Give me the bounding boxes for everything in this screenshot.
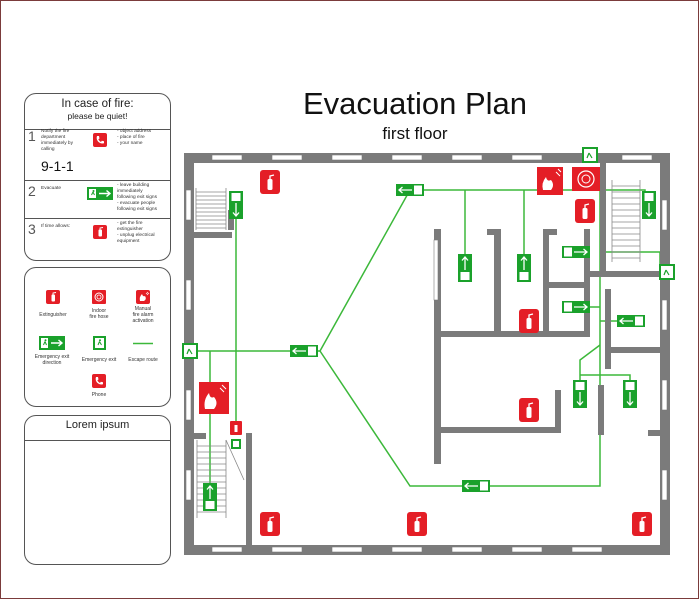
extinguisher-icon bbox=[46, 290, 60, 304]
notes-panel: Lorem ipsum bbox=[24, 415, 171, 565]
staircase-top-right bbox=[611, 180, 641, 262]
step-2-bullet: immediately bbox=[117, 189, 143, 194]
plan-title: Evacuation Plan bbox=[302, 86, 528, 121]
exit-direction-icon bbox=[561, 300, 591, 314]
legend-label-fire-hose: Indoor fire hose bbox=[77, 308, 121, 320]
extinguisher-icon bbox=[406, 511, 428, 537]
emergency-exit-icon bbox=[581, 146, 599, 164]
phone-icon bbox=[92, 374, 106, 388]
step-1-line: department bbox=[41, 135, 66, 140]
extinguisher-icon bbox=[574, 198, 596, 224]
step-3-bullet: - get the fire bbox=[117, 221, 143, 226]
step-1-bullets: - object address - place of fire - your … bbox=[117, 129, 169, 147]
step-2-number: 2 bbox=[28, 183, 36, 199]
fire-hose-icon bbox=[572, 167, 600, 191]
step-3-bullets: - get the fire extinguisher - unplug ele… bbox=[117, 221, 169, 245]
walls bbox=[184, 153, 670, 555]
step-1-text: Notify the fire department immediately b… bbox=[41, 129, 87, 153]
staircase-bottom-left bbox=[196, 439, 245, 518]
fire-alarm-icon bbox=[199, 382, 229, 414]
fire-subheading: please be quiet! bbox=[67, 111, 128, 121]
exit-direction-icon bbox=[39, 336, 65, 350]
escape-route-icon bbox=[133, 342, 153, 345]
legend-label-phone: Phone bbox=[91, 392, 107, 398]
step-3-bullet: - unplug electrical bbox=[117, 233, 155, 238]
exit-direction-icon bbox=[228, 190, 244, 220]
step-1-line: Notify the fire bbox=[41, 129, 70, 134]
extinguisher-icon bbox=[230, 421, 242, 435]
legend-line: activation bbox=[132, 318, 154, 324]
emergency-exit-icon bbox=[181, 342, 199, 360]
staircase-top-left bbox=[195, 188, 227, 230]
plan-subtitle: first floor bbox=[382, 124, 448, 143]
emergency-exit-icon bbox=[658, 263, 676, 281]
step-2-bullets: - leave building immediately following e… bbox=[117, 183, 169, 213]
extinguisher-icon bbox=[518, 308, 540, 334]
exit-direction-icon bbox=[572, 379, 588, 409]
step-1-bullet: - your name bbox=[117, 141, 143, 146]
fire-heading: In case of fire: bbox=[61, 98, 134, 110]
exit-direction-icon bbox=[641, 190, 657, 220]
step-2: 2 Evacuate - leave building immediately … bbox=[25, 180, 170, 219]
step-3: 3 If time allows: - get the fire extingu… bbox=[25, 218, 170, 260]
step-3-bullet: extinguisher bbox=[117, 227, 143, 232]
step-3-number: 3 bbox=[28, 221, 36, 237]
step-1-line: calling bbox=[41, 147, 55, 152]
fire-alarm-icon bbox=[136, 290, 150, 304]
legend-line: Emergency exit bbox=[34, 354, 70, 360]
exit-direction-icon bbox=[457, 253, 473, 283]
emergency-number: 9-1-1 bbox=[41, 158, 74, 174]
step-3-bullet: equipment bbox=[117, 239, 140, 244]
exit-direction-icon bbox=[87, 187, 113, 200]
step-1-line: immediately by bbox=[41, 141, 73, 146]
legend-label-emergency-exit: Emergency exit bbox=[81, 357, 117, 363]
legend-label-escape-route: Escape route bbox=[128, 357, 158, 363]
phone-icon bbox=[93, 133, 107, 147]
fire-alarm-icon bbox=[537, 167, 563, 195]
step-2-bullet: following exit signs bbox=[117, 195, 157, 200]
fire-instructions-header: In case of fire: please be quiet! bbox=[25, 98, 170, 130]
legend-line: Manual bbox=[134, 306, 152, 312]
step-2-bullet: following exit signs bbox=[117, 207, 157, 212]
exit-direction-icon bbox=[516, 253, 532, 283]
exit-direction-icon bbox=[616, 314, 646, 328]
emergency-exit-icon bbox=[93, 336, 106, 350]
notes-header: Lorem ipsum bbox=[25, 419, 170, 441]
legend-line: fire alarm bbox=[132, 312, 154, 318]
legend-line: fire hose bbox=[89, 314, 109, 320]
legend-line: Indoor bbox=[91, 308, 107, 314]
notes-heading: Lorem ipsum bbox=[65, 419, 130, 431]
step-2-bullet: - leave building bbox=[117, 183, 150, 188]
exit-direction-icon bbox=[461, 479, 491, 493]
legend-line: direction bbox=[42, 360, 62, 366]
legend-label-exit-direction: Emergency exit direction bbox=[30, 354, 74, 366]
step-2-text: Evacuate bbox=[41, 186, 62, 191]
phone-icon bbox=[231, 439, 241, 449]
exit-direction-icon bbox=[289, 344, 319, 358]
legend-label-extinguisher: Extinguisher bbox=[39, 312, 67, 318]
extinguisher-icon bbox=[631, 511, 653, 537]
step-1-number: 1 bbox=[28, 128, 36, 144]
fire-instructions-panel: In case of fire: please be quiet! 1 Noti… bbox=[24, 93, 171, 261]
extinguisher-icon bbox=[259, 511, 281, 537]
step-1-bullet: - place of fire bbox=[117, 135, 145, 140]
exit-direction-icon bbox=[561, 245, 591, 259]
exit-direction-icon bbox=[202, 482, 218, 512]
legend-panel: Extinguisher Indoor fire hose Manual fir… bbox=[24, 267, 171, 407]
exit-direction-icon bbox=[622, 379, 638, 409]
step-1-bullet: - object address bbox=[117, 129, 152, 134]
exit-direction-icon bbox=[395, 183, 425, 197]
windows bbox=[185, 154, 668, 553]
legend-label-fire-alarm: Manual fire alarm activation bbox=[121, 306, 165, 324]
fire-hose-icon bbox=[92, 290, 106, 304]
step-1: 1 Notify the fire department immediately… bbox=[25, 125, 170, 181]
extinguisher-icon bbox=[259, 169, 281, 195]
step-2-bullet: - evacuate people bbox=[117, 201, 156, 206]
extinguisher-icon bbox=[518, 397, 540, 423]
extinguisher-icon bbox=[93, 225, 107, 239]
step-3-text: If time allows: bbox=[41, 224, 71, 229]
